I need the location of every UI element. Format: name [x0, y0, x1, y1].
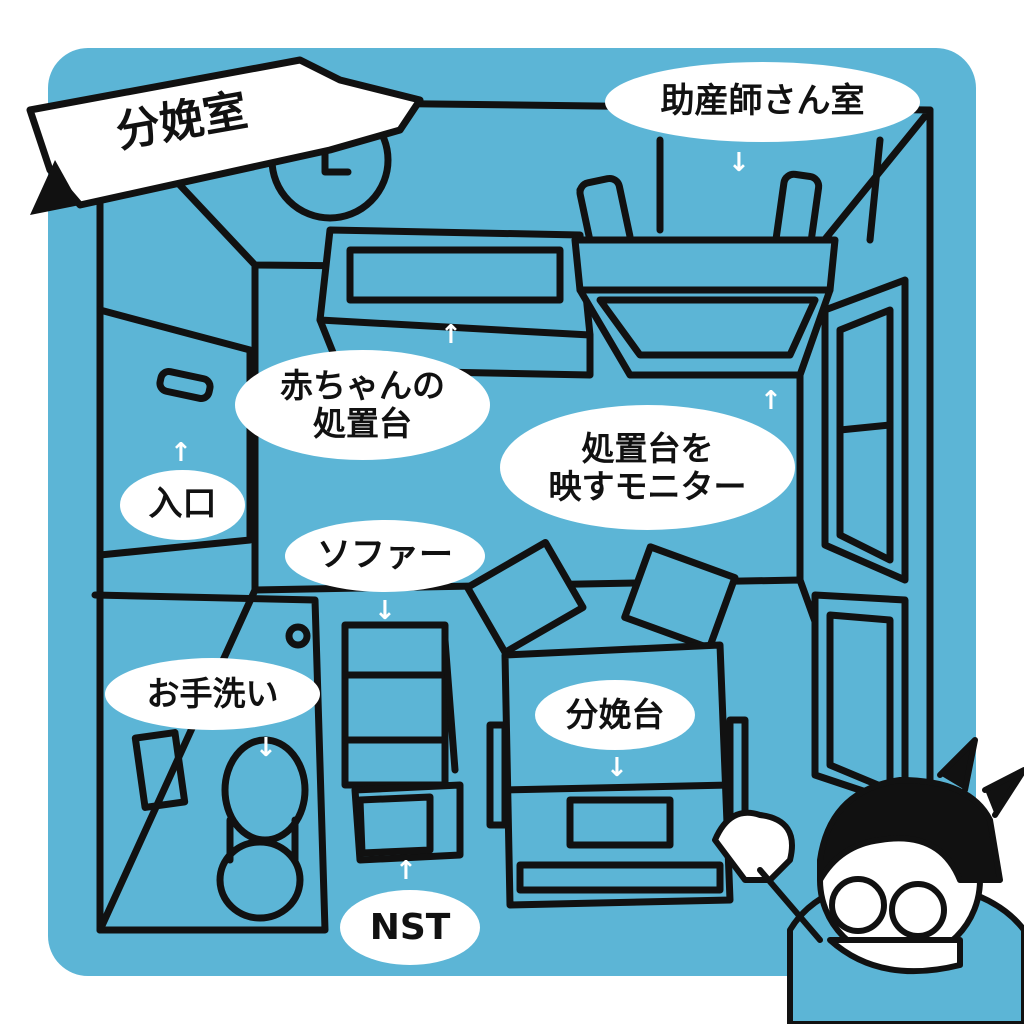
- label-midwife-room: 助産師さん室: [605, 62, 920, 142]
- arrow-down-icon: ↓: [606, 753, 628, 783]
- title-banner: [26, 56, 424, 215]
- arrow-up-icon: ↑: [440, 320, 462, 350]
- label-sofa: ソファー: [285, 520, 485, 592]
- label-delivery-table: 分娩台: [535, 680, 695, 750]
- arrow-up-icon: ↑: [170, 438, 192, 468]
- baby-table: [316, 226, 594, 379]
- sofa: [341, 621, 459, 789]
- label-nst: NST: [340, 890, 480, 965]
- character-illustration: [712, 737, 1024, 1024]
- right-windows: [811, 276, 909, 809]
- toilet: [91, 591, 329, 934]
- arrow-down-icon: ↓: [728, 148, 750, 178]
- label-handwash: お手洗い: [105, 658, 320, 730]
- monitor: [571, 236, 839, 379]
- label-entrance: 入口: [120, 470, 245, 540]
- arrow-up-icon: ↑: [760, 386, 782, 416]
- arrow-up-icon: ↑: [395, 856, 417, 886]
- label-monitor: 処置台を 映すモニター: [500, 405, 795, 530]
- entrance-door: [96, 306, 254, 559]
- arrow-down-icon: ↓: [374, 596, 396, 626]
- nst-machine: [351, 781, 464, 864]
- arrow-down-icon: ↓: [255, 733, 277, 763]
- label-baby-table: 赤ちゃんの 処置台: [235, 350, 490, 460]
- midwife-room-window: [576, 136, 884, 259]
